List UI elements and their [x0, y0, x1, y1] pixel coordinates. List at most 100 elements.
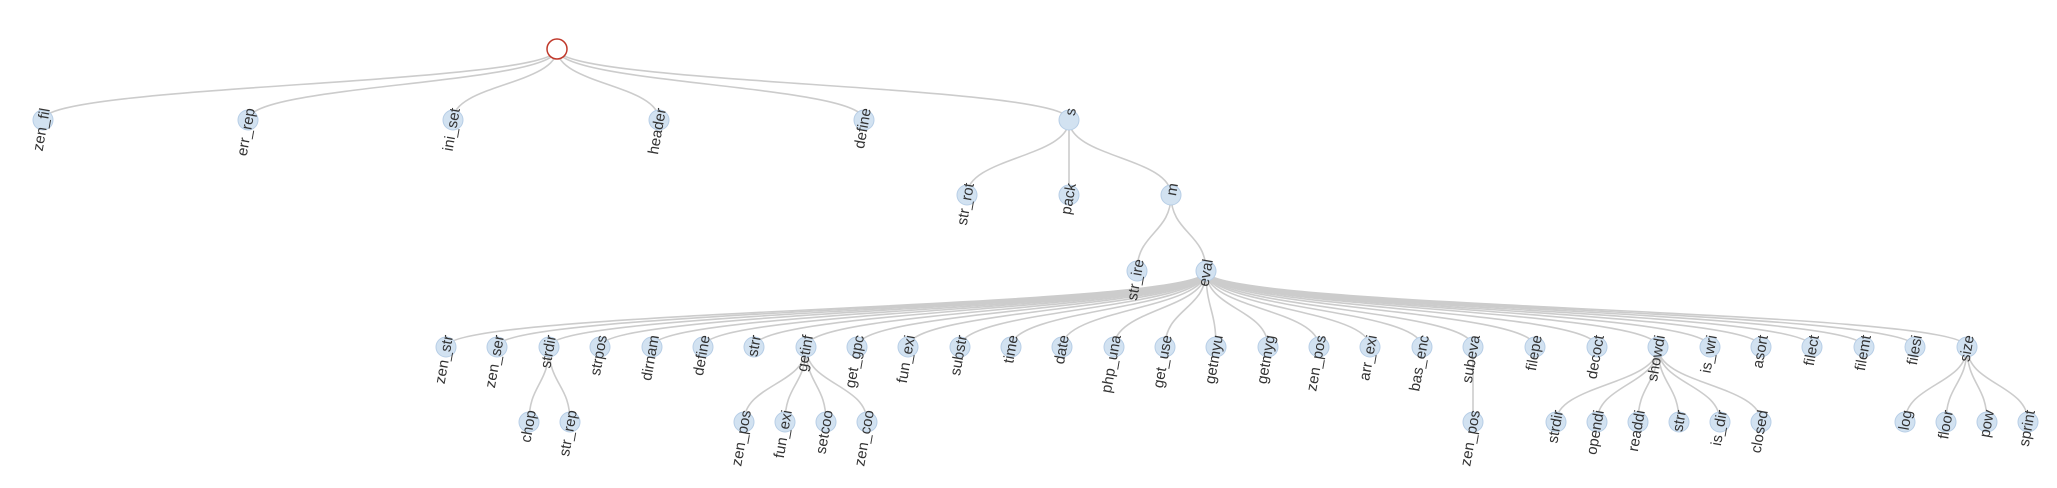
- node-circle[interactable]: [1853, 336, 1875, 358]
- node-circle[interactable]: [1699, 336, 1721, 358]
- node-circle[interactable]: [1801, 336, 1823, 358]
- tree-node-is_dir[interactable]: is_dir: [1708, 409, 1731, 447]
- node-circle[interactable]: [486, 336, 508, 358]
- tree-node-filect[interactable]: filect: [1801, 333, 1823, 367]
- tree-node-str_rep[interactable]: str_rep: [556, 409, 581, 458]
- node-circle[interactable]: [1904, 336, 1926, 358]
- tree-node-zen_pos2[interactable]: zen_pos: [1303, 334, 1330, 393]
- node-circle[interactable]: [1205, 336, 1227, 358]
- tree-node-substr[interactable]: substr: [947, 334, 971, 377]
- node-circle[interactable]: [1462, 411, 1484, 433]
- tree-node-strr2[interactable]: strr: [1668, 409, 1690, 433]
- tree-node-zen_pos3[interactable]: zen_pos: [1457, 409, 1484, 468]
- tree-node-header[interactable]: header: [645, 107, 670, 156]
- node-circle[interactable]: [774, 411, 796, 433]
- tree-node-s[interactable]: s: [1058, 107, 1080, 131]
- tree-node-m[interactable]: m: [1160, 182, 1182, 206]
- node-circle[interactable]: [795, 336, 817, 358]
- node-circle[interactable]: [1195, 260, 1217, 282]
- tree-node-getinf[interactable]: getinf: [794, 333, 817, 373]
- tree-node-decoct[interactable]: decoct: [1584, 333, 1609, 380]
- node-circle[interactable]: [1103, 336, 1125, 358]
- node-circle[interactable]: [1058, 109, 1080, 131]
- tree-node-chop[interactable]: chop: [518, 409, 540, 444]
- tree-node-zen_pos[interactable]: zen_pos: [728, 409, 755, 468]
- node-circle[interactable]: [442, 109, 464, 131]
- tree-node-filemt[interactable]: filemt: [1852, 333, 1875, 372]
- node-circle[interactable]: [743, 336, 765, 358]
- tree-node-subeva[interactable]: subeva: [1459, 333, 1484, 384]
- tree-node-fun_exi[interactable]: fun_exi: [894, 334, 919, 385]
- node-circle[interactable]: [1462, 336, 1484, 358]
- node-circle[interactable]: [897, 336, 919, 358]
- node-circle[interactable]: [1257, 336, 1279, 358]
- tree-node-getmyu[interactable]: getmyu: [1202, 334, 1227, 385]
- node-circle[interactable]: [1586, 336, 1608, 358]
- node-circle[interactable]: [1051, 336, 1073, 358]
- node-circle[interactable]: [1411, 336, 1433, 358]
- tree-node-asort[interactable]: asort: [1749, 333, 1772, 370]
- node-circle[interactable]: [956, 184, 978, 206]
- node-circle[interactable]: [1894, 411, 1916, 433]
- node-circle[interactable]: [1709, 411, 1731, 433]
- tree-node-dirnam[interactable]: dirnam: [638, 334, 663, 382]
- tree-node-err_rep[interactable]: err_rep: [234, 107, 259, 158]
- node-circle[interactable]: [538, 336, 560, 358]
- root-node-circle[interactable]: [546, 38, 568, 60]
- tree-node-is_wri[interactable]: is_wri: [1698, 334, 1721, 375]
- node-circle[interactable]: [692, 336, 714, 358]
- node-circle[interactable]: [237, 109, 259, 131]
- node-circle[interactable]: [1000, 336, 1022, 358]
- tree-node-sprint[interactable]: sprint: [2016, 408, 2039, 448]
- tree-node-filepe[interactable]: filepe: [1523, 334, 1546, 372]
- tree-node-filesi[interactable]: filesi: [1904, 334, 1926, 367]
- tree-node-time[interactable]: time: [1000, 334, 1022, 365]
- node-circle[interactable]: [1524, 336, 1546, 358]
- tree-node-zen_coo[interactable]: zen_coo: [851, 409, 878, 468]
- tree-node-zen_ser[interactable]: zen_ser: [482, 334, 508, 390]
- node-circle[interactable]: [733, 411, 755, 433]
- node-circle[interactable]: [949, 336, 971, 358]
- node-circle[interactable]: [1545, 411, 1567, 433]
- node-circle[interactable]: [518, 411, 540, 433]
- tree-node-pow[interactable]: pow: [1976, 409, 1998, 439]
- node-circle[interactable]: [1976, 411, 1998, 433]
- node-circle[interactable]: [1126, 260, 1148, 282]
- node-circle[interactable]: [2017, 411, 2039, 433]
- tree-node-showdi[interactable]: showdi: [1644, 334, 1669, 383]
- node-circle[interactable]: [1956, 336, 1978, 358]
- tree-node-closed[interactable]: closed: [1748, 409, 1772, 455]
- tree-node-strdir[interactable]: strdir: [537, 334, 560, 370]
- tree-node-fun_exi2[interactable]: fun_exi: [771, 409, 796, 460]
- node-circle[interactable]: [815, 411, 837, 433]
- node-circle[interactable]: [856, 411, 878, 433]
- node-circle[interactable]: [648, 109, 670, 131]
- node-circle[interactable]: [641, 336, 663, 358]
- tree-node-str_ire[interactable]: str_ire: [1124, 258, 1148, 302]
- tree-node-strpos[interactable]: strpos: [587, 334, 611, 377]
- tree-node-arr_exi[interactable]: arr_exi: [1356, 334, 1381, 382]
- tree-node-define2[interactable]: define: [690, 334, 714, 377]
- tree-node-readdi[interactable]: readdi: [1625, 409, 1649, 453]
- node-circle[interactable]: [1308, 336, 1330, 358]
- node-circle[interactable]: [589, 336, 611, 358]
- tree-node-floor[interactable]: floor: [1935, 409, 1957, 441]
- node-circle[interactable]: [1750, 336, 1772, 358]
- tree-node-bas_enc[interactable]: bas_enc: [1406, 333, 1433, 392]
- node-circle[interactable]: [1627, 411, 1649, 433]
- tree-node-php_una[interactable]: php_una: [1098, 333, 1125, 394]
- tree-node-date[interactable]: date: [1051, 334, 1073, 366]
- tree-node-eval[interactable]: eval: [1195, 258, 1217, 288]
- tree-node-ini_set[interactable]: ini_set: [440, 106, 464, 152]
- tree-node-strr[interactable]: strr: [743, 334, 765, 358]
- tree-node-str_rot[interactable]: str_rot: [954, 181, 978, 227]
- tree-root-node[interactable]: [546, 38, 568, 60]
- node-circle[interactable]: [1647, 336, 1669, 358]
- tree-node-get_gpc[interactable]: get_gpc: [842, 333, 868, 389]
- tree-node-define[interactable]: define: [851, 107, 875, 150]
- tree-node-pack[interactable]: pack: [1058, 181, 1080, 216]
- node-circle[interactable]: [435, 336, 457, 358]
- tree-node-opendi[interactable]: opendi: [1583, 409, 1608, 456]
- node-circle[interactable]: [1935, 411, 1957, 433]
- node-circle[interactable]: [32, 109, 54, 131]
